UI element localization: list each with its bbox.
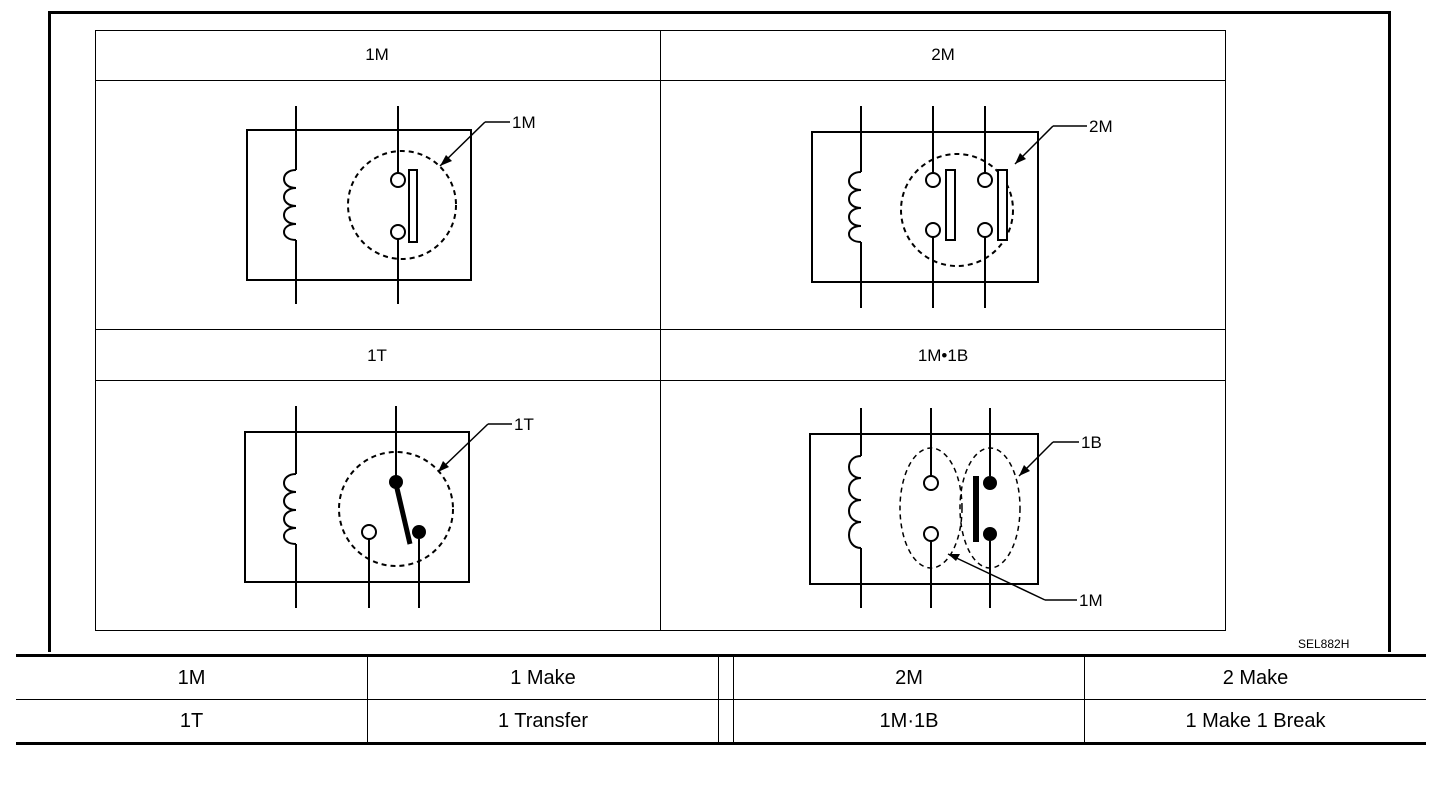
cell-2m-title: 2M [931, 45, 955, 64]
figure-frame [48, 11, 1391, 652]
relay-1m1b-diagram: 1B 1M [809, 408, 1103, 610]
cell-1m1b-title: 1M•1B [917, 346, 969, 365]
legend-meaning: 2 Make [1084, 654, 1426, 700]
grid-divider-h1 [95, 80, 1226, 81]
legend-abbr: 1T [16, 699, 368, 745]
coil-icon [848, 171, 862, 243]
legend-table: 1M 1 Make 2M 2 Make 1T 1 Transfer 1M·1B … [16, 654, 1426, 745]
coil-icon [283, 169, 297, 241]
coil-icon [848, 455, 862, 549]
legend-gap [718, 699, 734, 745]
cell-1t-title: 1T [367, 346, 387, 365]
legend-meaning: 1 Make [367, 654, 719, 700]
legend-abbr: 1M·1B [733, 699, 1085, 745]
relay-1m-diagram: 1M [246, 106, 536, 304]
legend-abbr: 2M [733, 654, 1085, 700]
legend-row: 1M 1 Make 2M 2 Make [16, 654, 1426, 700]
relay-2m-diagram: 2M [811, 106, 1113, 308]
legend-row: 1T 1 Transfer 1M·1B 1 Make 1 Break [16, 699, 1426, 745]
legend-meaning: 1 Transfer [367, 699, 719, 745]
coil-icon [283, 473, 297, 545]
legend-gap [718, 654, 734, 700]
callout-1m: 1M [512, 113, 536, 132]
figure-code: SEL882H [1298, 637, 1350, 651]
grid-divider-h2 [95, 329, 1226, 330]
callout-1t: 1T [514, 415, 534, 434]
legend-abbr: 1M [16, 654, 368, 700]
callout-1m-lower: 1M [1079, 591, 1103, 610]
grid-divider-h3 [95, 380, 1226, 381]
cell-1m-title: 1M [365, 45, 389, 64]
grid-divider-vertical [660, 30, 661, 631]
relay-1t-diagram: 1T [244, 406, 534, 608]
callout-1b: 1B [1081, 433, 1102, 452]
callout-2m: 2M [1089, 117, 1113, 136]
legend-meaning: 1 Make 1 Break [1084, 699, 1426, 745]
